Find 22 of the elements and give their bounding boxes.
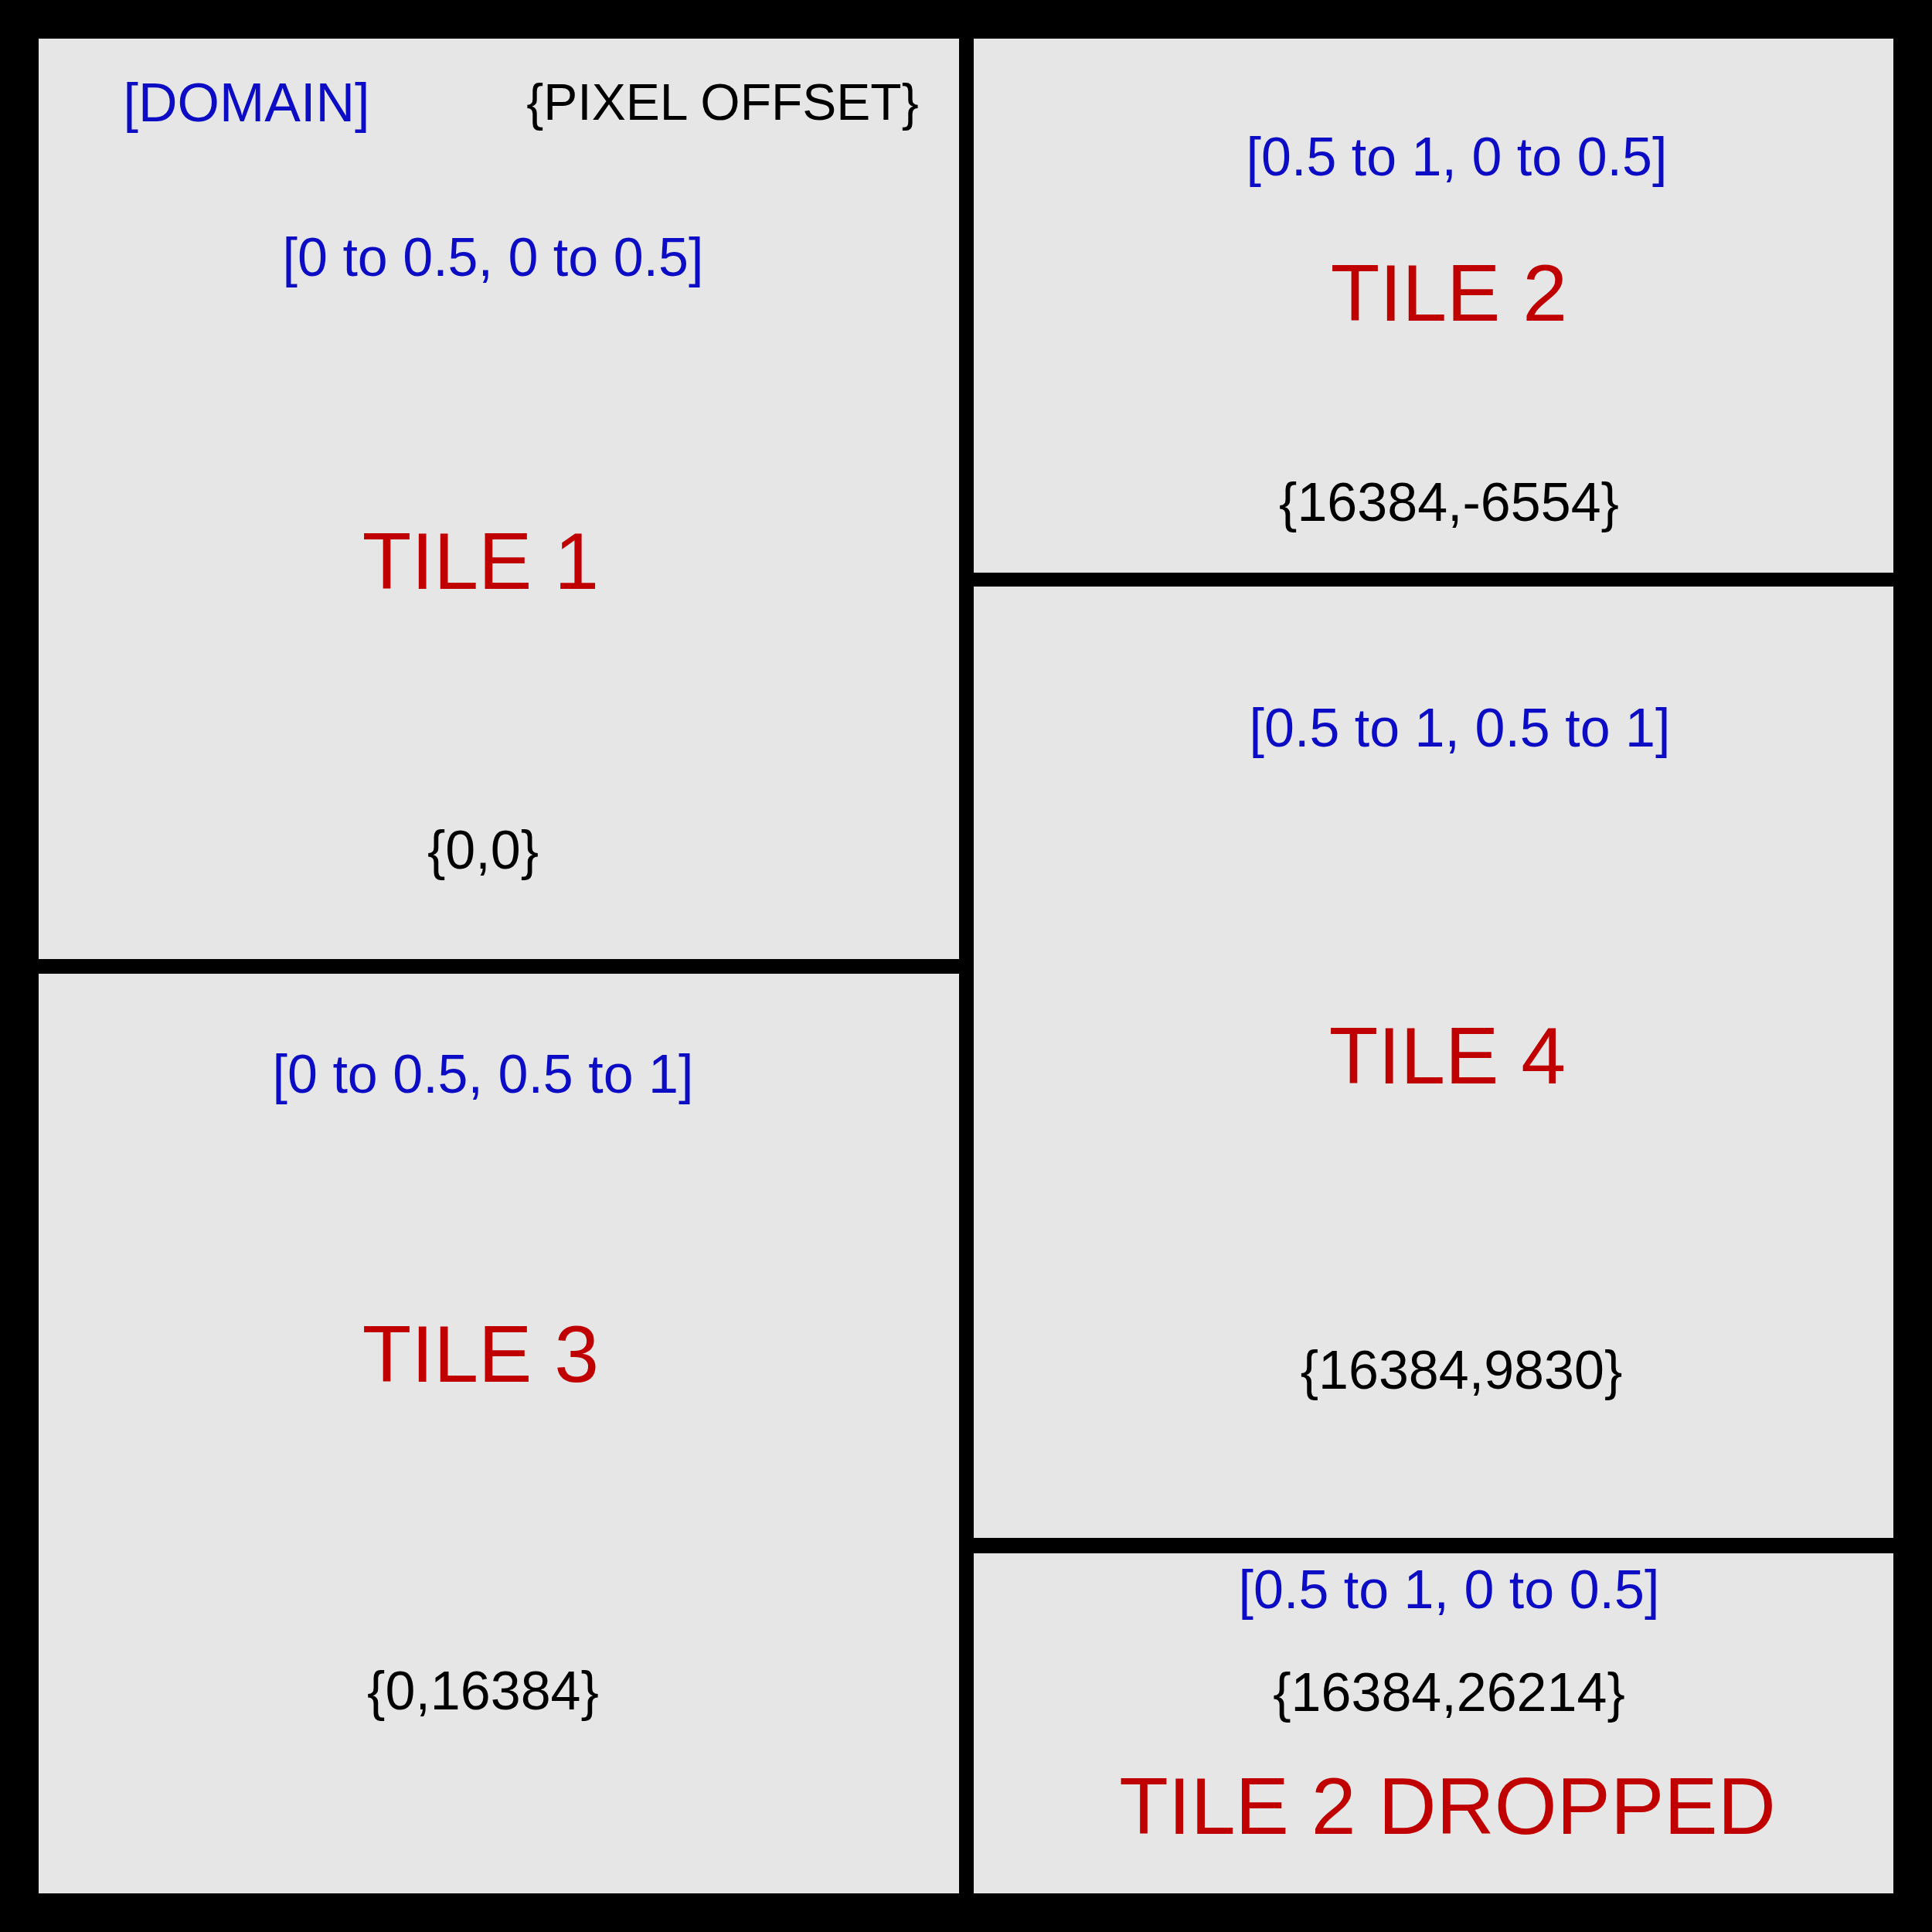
offset-key-text: {PIXEL OFFSET} <box>526 73 919 132</box>
tile-panel <box>39 39 959 959</box>
tile-panel <box>974 587 1893 1538</box>
pixel-offset-text: {16384,9830} <box>1300 1338 1623 1402</box>
domain-range-text: [0 to 0.5, 0.5 to 1] <box>272 1043 694 1106</box>
tile-panel <box>974 39 1893 573</box>
tile-panel <box>39 974 959 1893</box>
tile-panel <box>974 1553 1893 1893</box>
pixel-offset-text: {16384,26214} <box>1273 1661 1625 1724</box>
tile-title: TILE 4 <box>1328 1010 1566 1103</box>
pixel-offset-text: {0,16384} <box>367 1659 599 1723</box>
domain-range-text: [0.5 to 1, 0.5 to 1] <box>1249 696 1671 760</box>
pixel-offset-text: {0,0} <box>427 818 539 882</box>
tile-title: TILE 2 DROPPED <box>1119 1760 1776 1853</box>
domain-range-text: [0 to 0.5, 0 to 0.5] <box>282 226 704 289</box>
domain-range-text: [0.5 to 1, 0 to 0.5] <box>1246 125 1668 189</box>
tile-title: TILE 3 <box>362 1308 600 1401</box>
tile-title: TILE 2 <box>1330 247 1568 340</box>
pixel-offset-text: {16384,-6554} <box>1279 471 1619 534</box>
tile-title: TILE 1 <box>362 515 600 608</box>
domain-key-text: [DOMAIN] <box>123 71 370 134</box>
domain-range-text: [0.5 to 1, 0 to 0.5] <box>1238 1558 1660 1621</box>
